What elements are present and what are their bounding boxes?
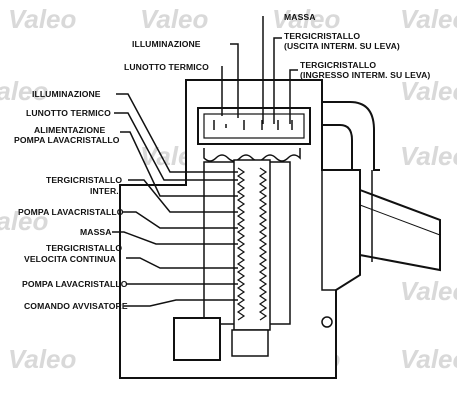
watermark: Valeo bbox=[140, 4, 209, 34]
terminal-zigzag bbox=[258, 167, 268, 321]
leader-lunotto-left bbox=[114, 112, 238, 181]
label-illuminazione-left: ILLUMINAZIONE bbox=[32, 89, 101, 99]
watermark: Valeo bbox=[400, 76, 457, 106]
leader-lines-left bbox=[112, 93, 238, 307]
label-lunotto-top: LUNOTTO TERMICO bbox=[124, 62, 209, 72]
label-tergi-uscita-line1: TERGICRISTALLO bbox=[284, 31, 360, 41]
labels: MASSA TERGICRISTALLO (USCITA INTERM. SU … bbox=[14, 12, 430, 311]
lever-arm bbox=[359, 188, 441, 272]
label-lunotto-left: LUNOTTO TERMICO bbox=[26, 108, 111, 118]
leader-tergi-ingresso bbox=[289, 69, 298, 124]
bottom-block bbox=[173, 317, 221, 361]
watermark: Valeo bbox=[0, 76, 49, 106]
mounting-hole bbox=[321, 316, 333, 328]
label-tergi-vel-line1: TERGICRISTALLO bbox=[46, 243, 122, 253]
housing-step-line bbox=[321, 170, 336, 291]
label-alim-pompa-line2: POMPA LAVACRISTALLO bbox=[14, 135, 120, 145]
lever-tube-outer bbox=[322, 101, 380, 171]
watermark: Valeo bbox=[0, 206, 49, 236]
leader-alim-pompa bbox=[120, 131, 238, 197]
label-tergi-uscita-line2: (USCITA INTERM. SU LEVA) bbox=[284, 41, 400, 51]
label-alim-pompa-line1: ALIMENTAZIONE bbox=[34, 125, 105, 135]
label-tergi-ingresso-line2: (INGRESSO INTERM. SU LEVA) bbox=[300, 70, 430, 80]
label-illuminazione-top: ILLUMINAZIONE bbox=[132, 39, 201, 49]
leader-massa-left bbox=[112, 231, 238, 245]
label-massa-left: MASSA bbox=[80, 227, 112, 237]
label-tergi-vel-line2: VELOCITA CONTINUA bbox=[24, 254, 116, 264]
watermark: Valeo bbox=[400, 141, 457, 171]
switch-body bbox=[119, 79, 441, 379]
watermark: Valeo bbox=[8, 4, 77, 34]
label-pompa-1: POMPA LAVACRISTALLO bbox=[18, 207, 124, 217]
terminal-strip-top bbox=[203, 148, 301, 162]
terminal-zigzag bbox=[236, 167, 246, 321]
label-pompa-2: POMPA LAVACRISTALLO bbox=[22, 279, 128, 289]
label-tergi-inter-line1: TERGICRISTALLO bbox=[46, 175, 122, 185]
leader-tergi-inter bbox=[128, 179, 238, 213]
leader-tergi-uscita bbox=[273, 37, 282, 124]
watermark: Valeo bbox=[8, 344, 77, 374]
watermark: Valeo bbox=[272, 4, 341, 34]
watermark: Valeo bbox=[400, 276, 457, 306]
label-massa-top: MASSA bbox=[284, 12, 316, 22]
leader-comando bbox=[124, 299, 238, 307]
leader-illuminazione-top bbox=[230, 43, 239, 118]
watermark: Valeo bbox=[400, 4, 457, 34]
lever-tube-inner bbox=[322, 124, 353, 170]
lever-arm-detail bbox=[359, 204, 441, 236]
label-tergi-ingresso-line1: TERGICRISTALLO bbox=[300, 60, 376, 70]
label-tergi-inter-line2: INTER. bbox=[90, 186, 119, 196]
watermark: Valeo bbox=[400, 344, 457, 374]
bottom-plug bbox=[231, 329, 269, 357]
leader-tergi-vel bbox=[126, 257, 238, 269]
label-comando: COMANDO AVVISATORE bbox=[24, 301, 128, 311]
leader-pompa-1 bbox=[122, 211, 238, 229]
leader-lines-top bbox=[221, 16, 298, 124]
top-connector-inner bbox=[203, 113, 305, 139]
leader-illuminazione-left bbox=[116, 93, 238, 173]
